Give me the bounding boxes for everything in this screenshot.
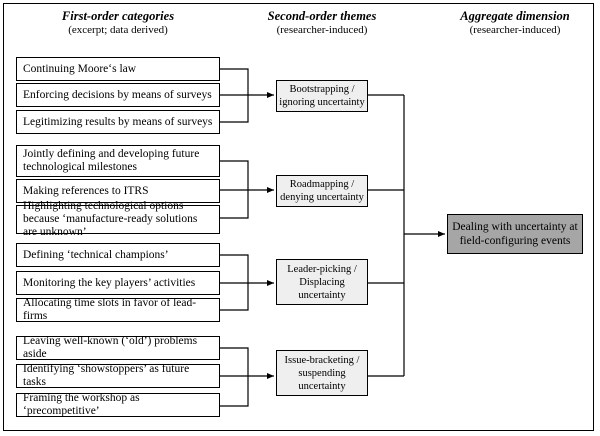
diagram-frame [3,3,594,431]
theme-box: Bootstrapping / ignoring uncertainty [276,80,368,112]
aggregate-header: Aggregate dimension (researcher-induced) [450,9,580,37]
first-order-title: First-order categories [61,9,175,23]
category-box: Allocating time slots in favor of lead-f… [16,297,220,322]
category-box: Making references to ITRS [16,179,220,203]
theme-box: Roadmapping / denying uncertainty [276,175,368,207]
theme-box: Issue-bracketing / suspending uncertaint… [276,350,368,396]
category-box: Jointly defining and developing future t… [16,145,220,177]
second-order-subtitle: (researcher-induced) [276,24,368,36]
aggregate-title: Aggregate dimension [460,9,570,23]
first-order-subtitle: (excerpt; data derived) [68,24,168,36]
aggregate-subtitle: (researcher-induced) [469,24,561,36]
category-box: Highlighting technological options becau… [16,200,220,238]
category-box: Framing the workshop as ‘precompetitive’ [16,392,220,417]
category-box: Continuing Moore‘s law [16,57,220,81]
category-box: Identifying ‘showstoppers’ as future tas… [16,363,220,388]
category-box: Legitimizing results by means of surveys [16,110,220,134]
second-order-header: Second-order themes (researcher-induced) [252,9,392,37]
theme-box: Leader-picking / Displacing uncertainty [276,259,368,305]
first-order-header: First-order categories (excerpt; data de… [40,9,196,37]
category-box: Enforcing decisions by means of surveys [16,83,220,107]
category-box: Leaving well-known (‘old’) problems asid… [16,335,220,360]
category-box: Defining ‘technical champions’ [16,243,220,267]
aggregate-box: Dealing with uncertainty at field-config… [447,214,583,254]
category-box: Monitoring the key players’ activities [16,271,220,295]
second-order-title: Second-order themes [267,9,377,23]
